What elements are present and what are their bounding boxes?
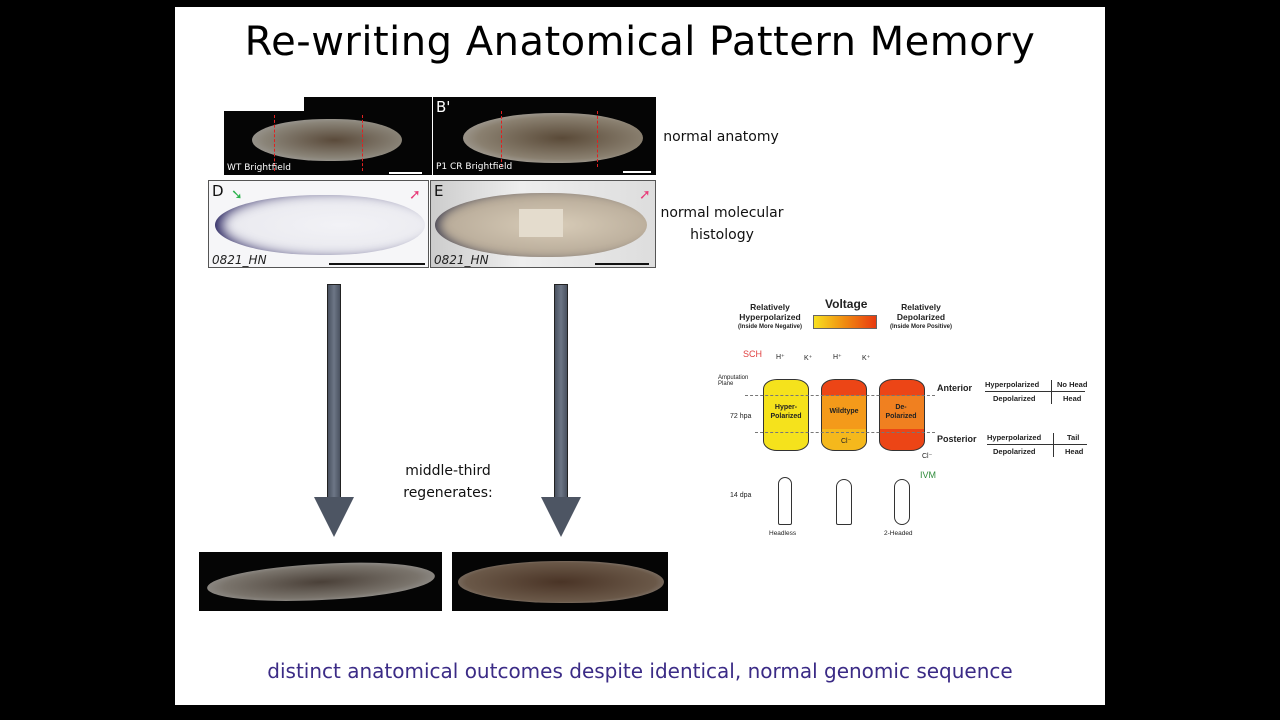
pink-arrow-icon: ➚ xyxy=(639,187,651,203)
down-arrow-right xyxy=(554,284,568,498)
middle-third-label: middle-third regenerates: xyxy=(388,460,508,504)
dpa-label: 14 dpa xyxy=(730,492,752,499)
headless-worm-icon xyxy=(778,477,792,525)
k-ion-label: K⁺ xyxy=(862,355,871,362)
sch-label: SCH xyxy=(743,349,763,359)
panel-label-b: B' xyxy=(436,98,451,116)
molecular-line-2: histology xyxy=(690,227,754,243)
h-ion-label: H⁺ xyxy=(776,354,785,361)
p1-cr-brightfield-image: B' P1 CR Brightfield xyxy=(433,97,656,175)
regenerated-worm-left xyxy=(199,552,442,611)
headless-label: Headless xyxy=(769,530,797,537)
in-situ-image-e: E ➚ 0821_HN xyxy=(430,180,656,268)
footer-caption: distinct anatomical outcomes despite ide… xyxy=(267,659,1013,683)
two-headed-worm-icon xyxy=(894,479,910,525)
middle-line-1: middle-third xyxy=(405,463,491,479)
anterior-label: Anterior xyxy=(937,383,973,393)
h-ion-label: H⁺ xyxy=(833,354,842,361)
slide-title: Re-writing Anatomical Pattern Memory xyxy=(244,19,1036,65)
cylinder-depolarized xyxy=(879,379,925,451)
cylinder-wildtype xyxy=(821,379,867,451)
regenerated-worm-right xyxy=(452,552,668,611)
molecular-line-1: normal molecular xyxy=(660,205,784,221)
wildtype-worm-icon xyxy=(836,479,852,525)
in-situ-image-d: D ➘ ➚ 0821_HN xyxy=(208,180,429,268)
p1-caption: P1 CR Brightfield xyxy=(436,162,513,172)
cyl2-label: Wildtype xyxy=(829,408,859,415)
slide: Re-writing Anatomical Pattern Memory WT … xyxy=(175,7,1105,705)
d-caption: 0821_HN xyxy=(212,253,267,267)
panel-label-d: D xyxy=(212,182,224,200)
voltage-label: Voltage xyxy=(825,297,868,311)
cl-label: Cl⁻ xyxy=(841,438,852,445)
green-arrow-icon: ➘ xyxy=(231,187,243,203)
cyl3-label: De-Polarized xyxy=(885,404,917,420)
pink-arrow-icon: ➚ xyxy=(409,187,421,203)
hpa-label: 72 hpa xyxy=(730,413,752,420)
panel-label-e: E xyxy=(434,182,444,200)
two-headed-label: 2-Headed xyxy=(884,530,913,537)
normal-anatomy-label: normal anatomy xyxy=(663,129,779,145)
k-ion-label: K⁺ xyxy=(804,355,813,362)
cyl1-label: Hyper-Polarized xyxy=(770,404,802,420)
down-arrow-left xyxy=(327,284,341,498)
e-caption: 0821_HN xyxy=(434,253,489,267)
posterior-label: Posterior xyxy=(937,434,977,444)
cl-label: Cl⁻ xyxy=(922,453,933,460)
middle-line-2: regenerates: xyxy=(403,485,493,501)
normal-molecular-histology-label: normal molecular histology xyxy=(657,202,787,246)
wt-brightfield-image: WT Brightfield xyxy=(224,111,432,175)
voltage-gradient-bar xyxy=(813,315,877,329)
ivm-label: IVM xyxy=(920,470,937,480)
cylinder-hyperpolarized xyxy=(763,379,809,451)
amputation-plane-label: Amputation Plane xyxy=(718,375,749,387)
wt-caption: WT Brightfield xyxy=(227,163,291,173)
